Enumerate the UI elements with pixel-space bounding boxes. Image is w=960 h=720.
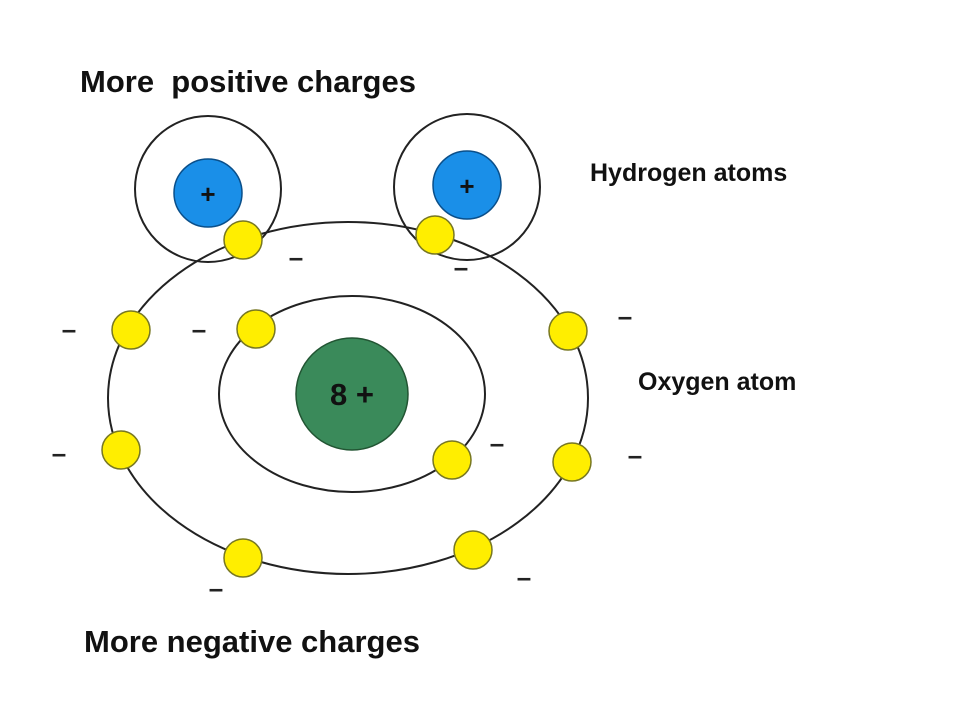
hydrogen-left-nucleus xyxy=(173,158,243,228)
oxygen-inner-shell xyxy=(218,295,486,493)
minus-sign: – xyxy=(192,314,206,344)
outer-electron xyxy=(552,442,592,482)
minus-sign: – xyxy=(62,314,76,344)
minus-sign: – xyxy=(490,428,504,458)
hydrogen-right-shell xyxy=(393,113,541,261)
oxygen-nucleus-label: 8 + xyxy=(330,377,374,412)
charge-signs: – – – – – – – – – – xyxy=(52,242,642,603)
hydrogen-atom-right: + xyxy=(393,113,541,261)
outer-electron xyxy=(548,311,588,351)
hydrogen-right-proton: + xyxy=(459,171,474,201)
inner-electron xyxy=(432,440,472,480)
oxygen-nucleus xyxy=(295,337,409,451)
inner-electron xyxy=(236,309,276,349)
shared-electron-right xyxy=(415,215,455,255)
outer-electron xyxy=(223,538,263,578)
minus-sign: – xyxy=(209,573,223,603)
minus-sign: – xyxy=(289,242,303,272)
oxygen-label: Oxygen atom xyxy=(638,368,796,396)
shared-electron-left xyxy=(223,220,263,260)
outer-electron xyxy=(101,430,141,470)
outer-electron xyxy=(111,310,151,350)
minus-sign: – xyxy=(454,252,468,282)
minus-sign: – xyxy=(517,562,531,592)
electrons xyxy=(101,215,592,578)
oxygen-outer-shell xyxy=(107,221,589,575)
minus-sign: – xyxy=(52,438,66,468)
bottom-label: More negative charges xyxy=(84,624,420,659)
hydrogen-label: Hydrogen atoms xyxy=(590,159,787,187)
hydrogen-atom-left: + xyxy=(134,115,282,263)
outer-electron xyxy=(453,530,493,570)
oxygen-atom: 8 + xyxy=(107,221,589,575)
minus-sign: – xyxy=(618,301,632,331)
hydrogen-left-shell xyxy=(134,115,282,263)
hydrogen-right-nucleus xyxy=(432,150,502,220)
minus-sign: – xyxy=(628,440,642,470)
top-label: More positive charges xyxy=(80,64,416,99)
hydrogen-left-proton: + xyxy=(200,179,215,209)
